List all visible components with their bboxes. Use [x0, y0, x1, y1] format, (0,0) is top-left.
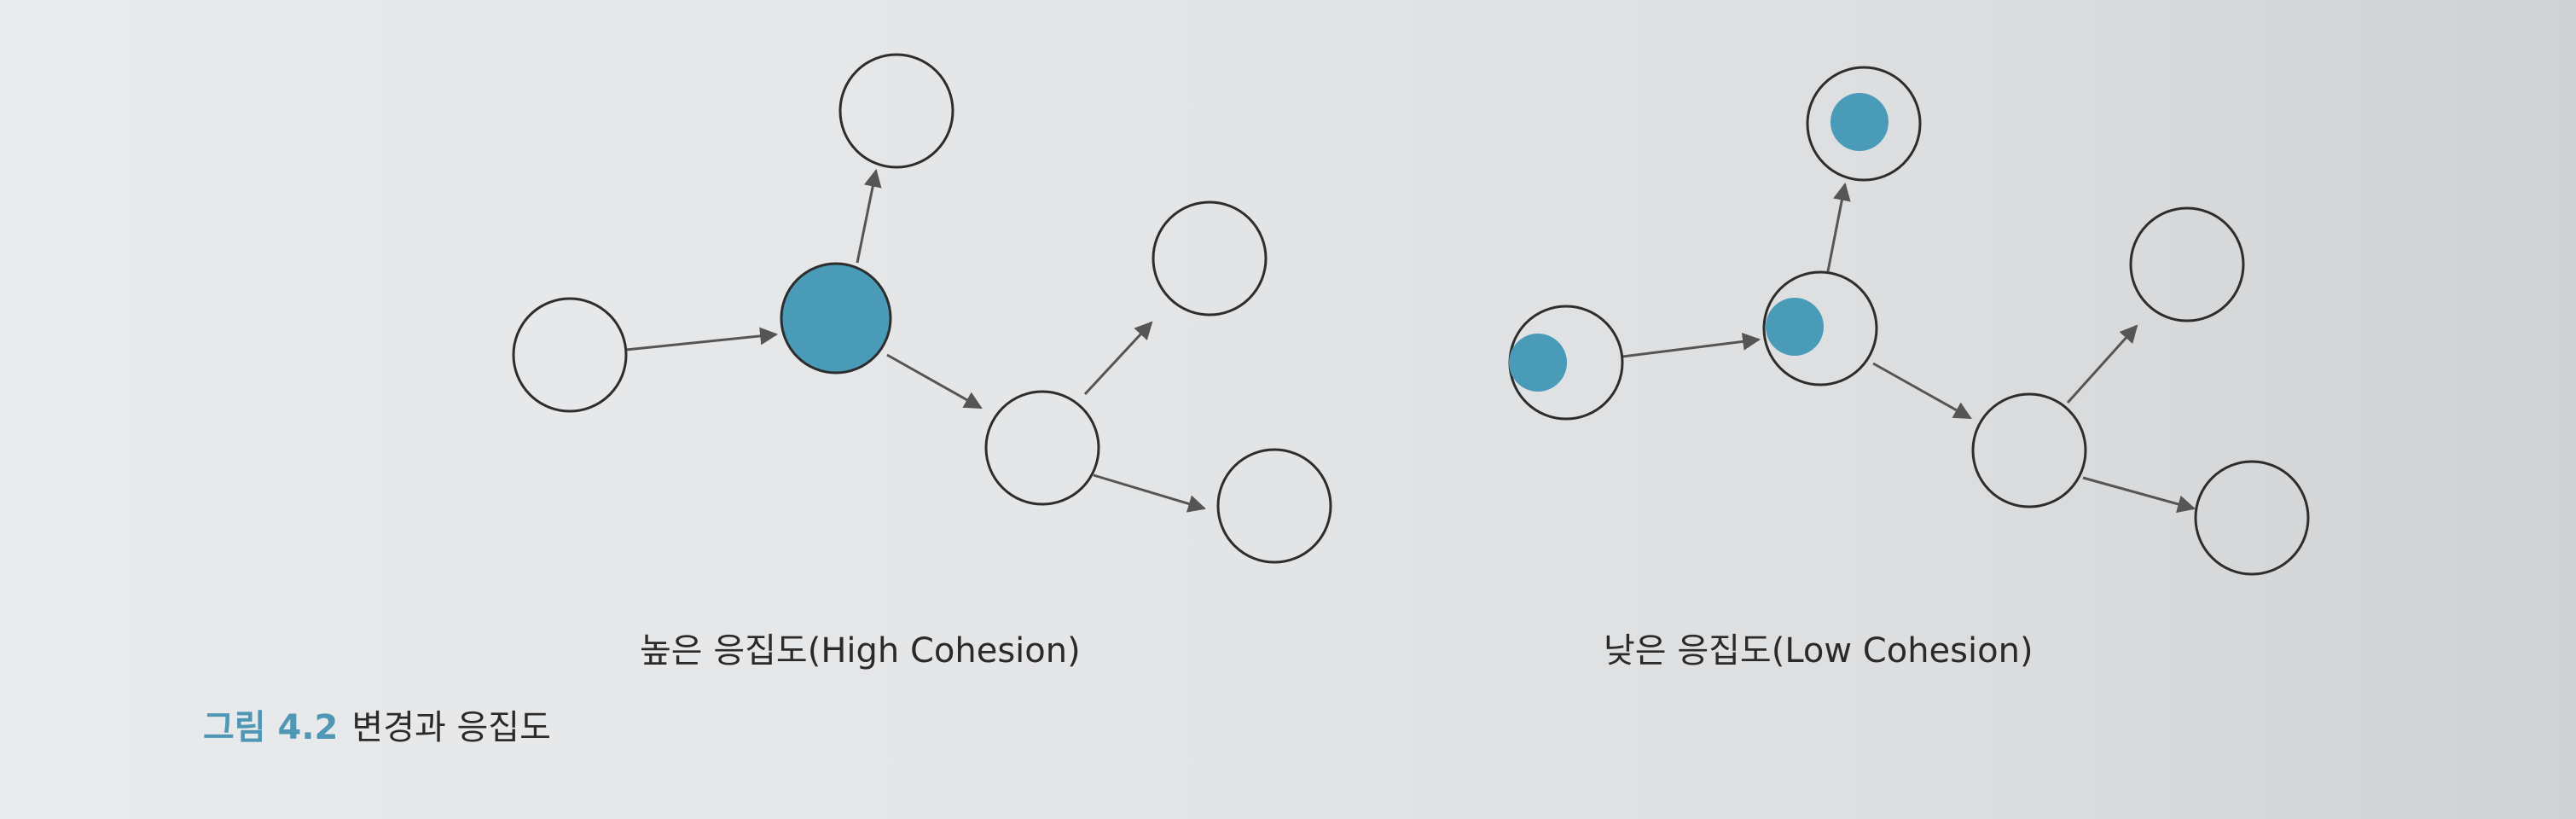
- edge: [2082, 476, 2196, 514]
- node: [1971, 392, 2087, 508]
- high-cohesion-label: 높은 응집도(High Cohesion): [640, 631, 1081, 671]
- edge: [1872, 362, 1972, 420]
- edge: [1093, 473, 1207, 513]
- node: [1806, 66, 1922, 182]
- change-spot: [1509, 334, 1567, 392]
- node: [1152, 200, 1268, 317]
- figure-title: 변경과 응집도: [351, 708, 551, 747]
- node: [984, 390, 1100, 506]
- node: [2129, 206, 2245, 322]
- edge: [1083, 321, 1153, 396]
- edge: [1622, 332, 1761, 358]
- low-cohesion-graph: [1508, 66, 2310, 576]
- node: [1762, 270, 1878, 386]
- edge: [856, 168, 882, 264]
- figure-number: 그림 4.2: [203, 708, 339, 747]
- change-spot: [1766, 298, 1824, 356]
- node: [838, 53, 954, 169]
- node-changed: [780, 262, 892, 375]
- node: [1216, 448, 1332, 564]
- figure-caption: 그림 4.2 변경과 응집도: [203, 700, 551, 749]
- edge: [625, 327, 779, 351]
- node: [2194, 460, 2310, 576]
- change-spot: [1830, 93, 1888, 151]
- edge: [1826, 182, 1851, 272]
- edge: [886, 353, 983, 410]
- node: [512, 297, 628, 413]
- high-cohesion-graph: [512, 53, 1332, 564]
- edge: [2066, 324, 2138, 404]
- low-cohesion-label: 낮은 응집도(Low Cohesion): [1604, 631, 2034, 671]
